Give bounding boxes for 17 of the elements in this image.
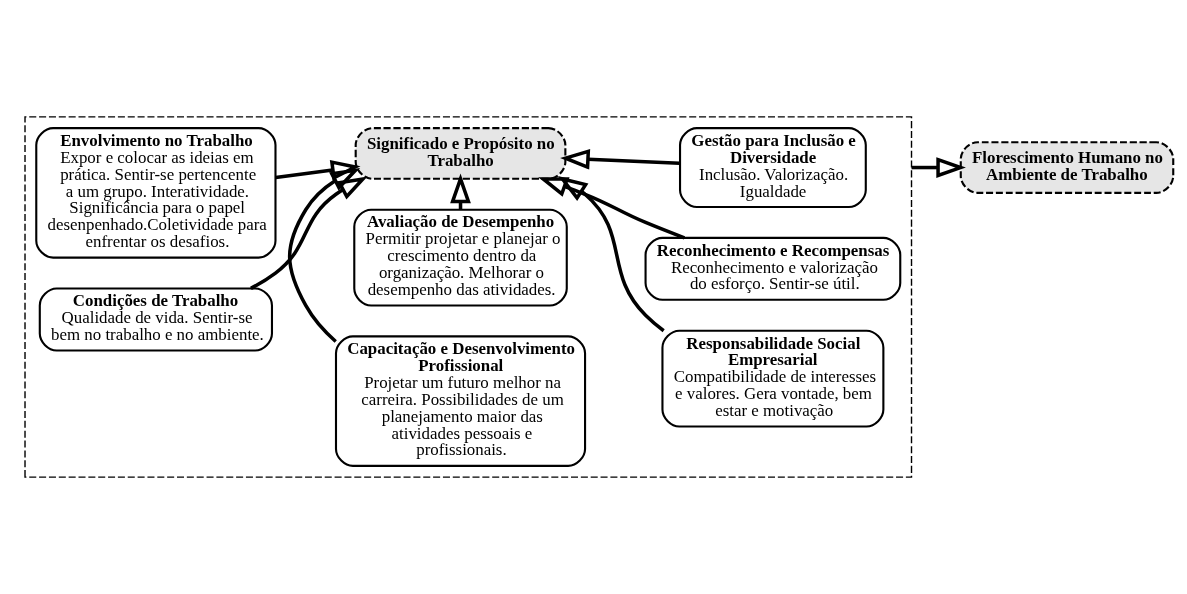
arrow <box>275 159 361 181</box>
node-box: Florescimento Humano no Ambiente de Trabalho <box>959 141 1175 194</box>
arrow <box>250 176 368 290</box>
node-box: Reconhecimento e Recompensas Reconhecimento e valorização do esforço. Sentir-se útil. <box>644 236 902 301</box>
arrow <box>911 157 966 178</box>
node-box: Responsabilidade Social Empresarial Compatibilidade de interesses e valores. Gera vontade, bem estar e motivação <box>661 329 885 428</box>
arrow <box>560 148 680 170</box>
node-box: Condições de Trabalho Qualidade de vida. Sentir-se bem no trabalho e no ambiente. <box>38 287 274 352</box>
node-box: Gestão para Inclusão e Diversidade Inclusão. Valorização. Igualdade <box>679 127 867 208</box>
arrow <box>538 177 686 240</box>
arrow <box>557 176 665 333</box>
node-box: Significado e Propósito no Trabalho <box>354 127 567 180</box>
cluster <box>24 116 913 478</box>
node-box: Capacitação e Desenvolvimento Profissional Projetar um futuro melhor na carreira. Possibilidades de um planejamento maior das atividades pessoais e profissionais. <box>334 335 587 467</box>
node-box: Envolvimento no Trabalho Expor e colocar as ideias em prática. Sentir-se pertencente a um grupo. Interatividade. Significância para o papel desenpenhado.Coletividade para enfrentar os desafios. <box>35 127 277 259</box>
arrow <box>287 167 361 343</box>
node-box: Avaliação de Desempenho Permitir projetar e planejar o crescimento dentro da organização. Melhorar o desempenho das atividades. <box>353 208 568 307</box>
